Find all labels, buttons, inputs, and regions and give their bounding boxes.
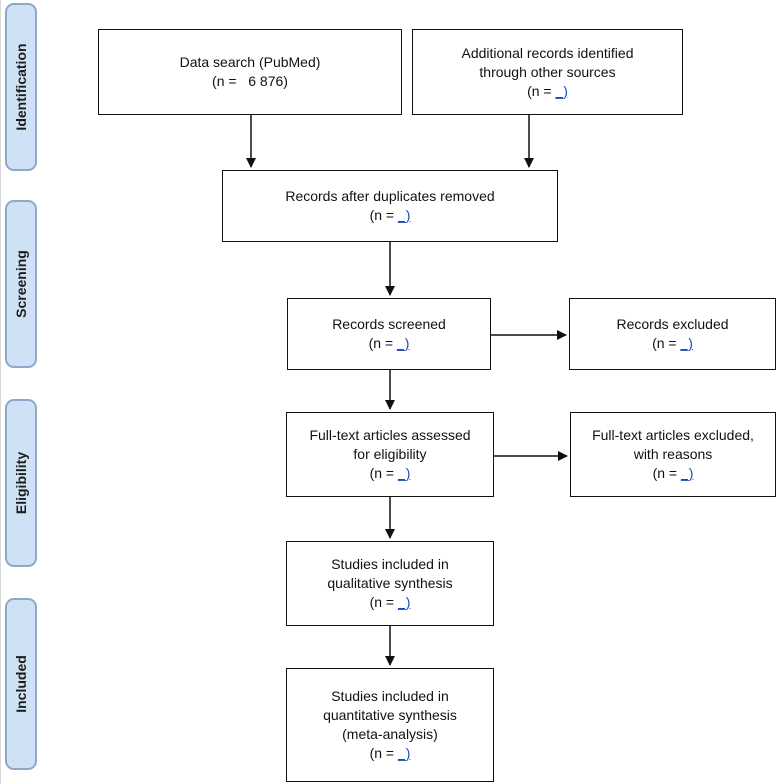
box-fulltext-excluded: Full-text articles excluded, with reason… bbox=[570, 412, 776, 497]
box-fulltext-assessed: Full-text articles assessed for eligibil… bbox=[286, 412, 494, 497]
box-records-excluded: Records excluded (n = _) bbox=[569, 298, 776, 370]
box-qualitative-synthesis: Studies included in qualitative synthesi… bbox=[286, 541, 494, 626]
box-count: (n = _) bbox=[370, 744, 411, 763]
count-prefix: (n = bbox=[212, 73, 237, 89]
box-count: (n = _) bbox=[369, 334, 410, 353]
count-prefix: (n = bbox=[652, 465, 681, 481]
box-count: (n = _) bbox=[527, 82, 568, 101]
count-value: _) bbox=[397, 594, 411, 610]
box-data-search: Data search (PubMed) (n = 6 876) bbox=[98, 29, 402, 115]
box-count: (n = _) bbox=[370, 593, 411, 612]
box-text: Studies included in quantitative synthes… bbox=[323, 688, 457, 742]
box-count: (n = _) bbox=[653, 464, 694, 483]
box-other-sources: Additional records identified through ot… bbox=[412, 29, 683, 115]
box-count: (n = 6 876) bbox=[212, 72, 288, 91]
box-text: Additional records identified through ot… bbox=[461, 44, 634, 80]
box-count: (n = _) bbox=[370, 206, 411, 225]
phase-screening: Screening bbox=[5, 200, 37, 368]
box-text: Records excluded bbox=[616, 316, 729, 332]
box-text: Records after duplicates removed bbox=[285, 188, 495, 204]
count-value: _) bbox=[555, 82, 568, 99]
count-value: _) bbox=[680, 335, 693, 351]
box-count: (n = _) bbox=[652, 334, 693, 353]
box-quantitative-synthesis: Studies included in quantitative synthes… bbox=[286, 668, 494, 782]
count-prefix: (n = bbox=[368, 335, 397, 351]
count-prefix: (n = bbox=[369, 745, 398, 761]
box-records-screened: Records screened (n = _) bbox=[287, 298, 491, 370]
phase-eligibility: Eligibility bbox=[5, 399, 37, 567]
box-text: Records screened bbox=[332, 316, 446, 332]
phase-included: Included bbox=[5, 598, 37, 770]
count-prefix: (n = bbox=[652, 335, 681, 351]
box-count: (n = _) bbox=[370, 464, 411, 483]
count-prefix: (n = bbox=[369, 465, 398, 481]
count-prefix: (n = bbox=[369, 594, 398, 610]
count-value: _) bbox=[397, 465, 411, 481]
count-prefix: (n = bbox=[527, 82, 556, 99]
box-text: Full-text articles assessed for eligibil… bbox=[309, 427, 471, 462]
count-prefix: (n = bbox=[369, 207, 398, 223]
box-duplicates-removed: Records after duplicates removed (n = _) bbox=[222, 170, 558, 242]
box-text: Studies included in qualitative synthesi… bbox=[327, 556, 453, 591]
box-text: Full-text articles excluded, with reason… bbox=[592, 427, 754, 462]
count-value: 6 876) bbox=[236, 73, 288, 89]
phase-identification: Identification bbox=[5, 3, 37, 171]
count-value: _) bbox=[680, 465, 694, 481]
box-text: Data search (PubMed) bbox=[179, 54, 321, 70]
count-value: _) bbox=[397, 745, 411, 761]
count-value: _) bbox=[396, 335, 410, 351]
count-value: _) bbox=[397, 207, 411, 223]
